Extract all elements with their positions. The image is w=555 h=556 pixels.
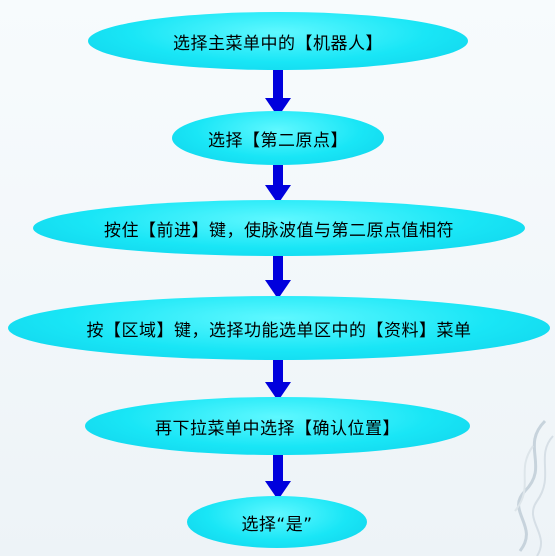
arrow-down-5 (265, 455, 291, 500)
step-5-node: 再下拉菜单中选择【确认位置】 (85, 397, 470, 455)
step-3-node: 按住【前进】键，使脉波值与第二原点值相符 (33, 200, 525, 256)
arrow-down-3 (265, 256, 291, 299)
step-1-node: 选择主菜单中的【机器人】 (88, 12, 468, 70)
step-6-label: 选择“是” (241, 514, 313, 535)
step-4-label: 按【区域】键，选择功能选单区中的【资料】菜单 (86, 320, 472, 341)
arrow-down-1 (265, 70, 291, 117)
step-6-node: 选择“是” (187, 496, 367, 548)
step-2-label: 选择【第二原点】 (208, 130, 348, 151)
arrow-down-4 (265, 360, 291, 401)
arrow-down-2 (265, 165, 291, 204)
step-5-label: 再下拉菜单中选择【确认位置】 (155, 418, 400, 439)
step-4-node: 按【区域】键，选择功能选单区中的【资料】菜单 (8, 296, 550, 360)
step-1-label: 选择主菜单中的【机器人】 (173, 33, 383, 54)
step-3-label: 按住【前进】键，使脉波值与第二原点值相符 (104, 220, 454, 241)
step-2-node: 选择【第二原点】 (172, 111, 384, 165)
